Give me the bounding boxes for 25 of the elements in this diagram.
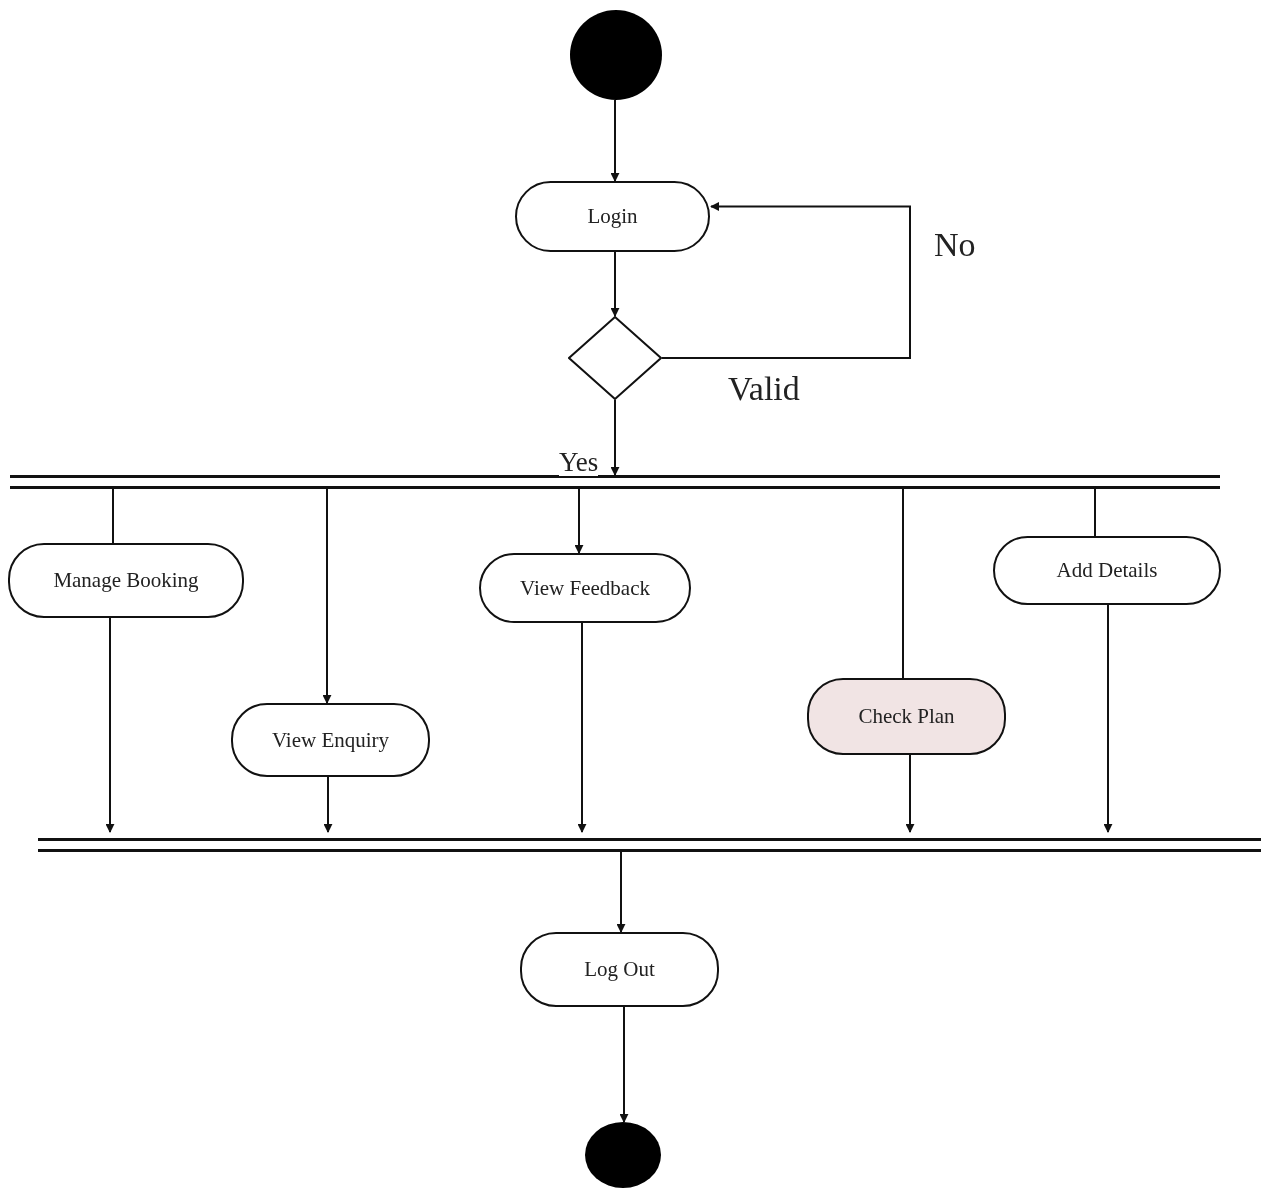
arrow (905, 754, 915, 833)
arrow (323, 776, 333, 833)
arrow (616, 851, 626, 933)
decision-diamond (568, 316, 662, 400)
arrow (322, 488, 332, 704)
action-label: Login (587, 204, 638, 229)
action-box (807, 678, 1006, 755)
guard-label: Valid (728, 370, 800, 408)
action-label: View Enquiry (271, 727, 390, 753)
arrow (661, 202, 911, 359)
arrow (574, 488, 584, 554)
action-label: Check Plan (858, 704, 955, 729)
action-label: View Feedback (520, 575, 650, 601)
arrow (610, 251, 620, 317)
arrow (1103, 604, 1113, 833)
arrow (610, 99, 620, 182)
fork-bar (10, 475, 1220, 489)
join-bar (38, 838, 1261, 852)
action-label: Log Out (584, 957, 655, 982)
action-label: Add Details (1056, 558, 1158, 583)
arrow (619, 1006, 629, 1123)
action-label: Manage Booking (53, 568, 199, 593)
arrow (577, 622, 587, 833)
arrow (105, 617, 115, 833)
arrow (610, 399, 620, 476)
